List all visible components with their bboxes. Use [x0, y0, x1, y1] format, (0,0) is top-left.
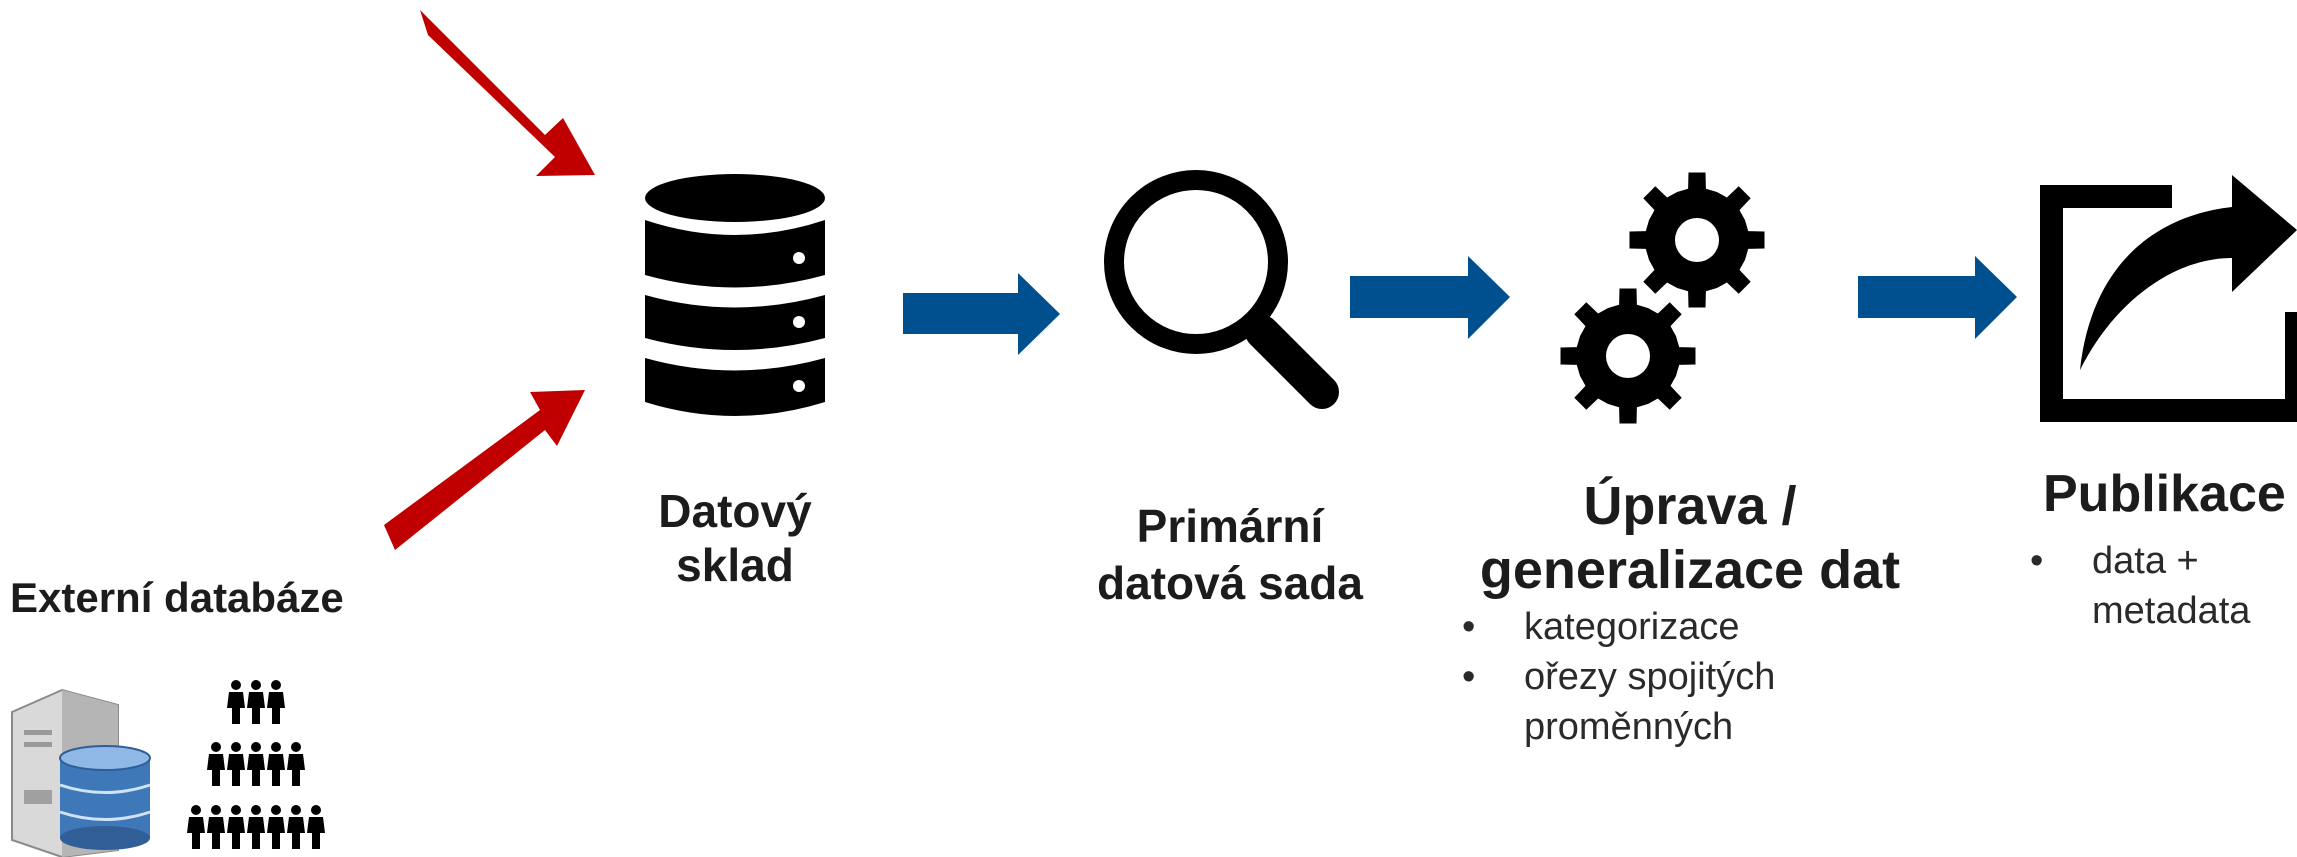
person-figure [267, 742, 285, 786]
gear-shape [1560, 288, 1696, 424]
warehouse-label-line2: sklad [676, 539, 794, 591]
flow-arrow-1 [903, 273, 1060, 355]
warehouse-label: Datový sklad [600, 484, 870, 592]
person-figure [247, 805, 265, 849]
share-export-icon [2040, 175, 2297, 422]
magnifier-icon [1104, 170, 1339, 409]
person-figure [227, 680, 245, 724]
server-database-icon [11, 688, 151, 857]
processing-bullets: kategorizace ořezy spojitých proměnných [1462, 602, 1882, 752]
input-arrow-bottom [384, 390, 585, 550]
processing-label-line1: Úprava / [1583, 476, 1797, 536]
person-figure [307, 805, 325, 849]
external-db-label: Externí databáze [10, 574, 344, 621]
person-figure [287, 742, 305, 786]
processing-label-line2: generalizace dat [1479, 540, 1901, 600]
gear-shape [1629, 172, 1765, 308]
publication-bullet-1: data + metadata [2030, 536, 2270, 636]
person-figure [207, 805, 225, 849]
primary-dataset-label: Primární datová sada [1060, 498, 1400, 612]
flow-arrow-3 [1858, 256, 2017, 339]
input-arrow-top [420, 10, 595, 176]
person-figure [247, 742, 265, 786]
person-figure [227, 742, 245, 786]
publication-label: Publikace [2043, 465, 2286, 523]
processing-label: Úprava / generalizace dat [1440, 474, 1940, 602]
person-figure [247, 680, 265, 724]
person-figure [267, 680, 285, 724]
person-figure [187, 805, 205, 849]
database-icon [645, 174, 825, 416]
warehouse-label-line1: Datový [658, 485, 812, 537]
gears-icon [1560, 172, 1765, 424]
people-group-icon [187, 680, 325, 849]
person-figure [207, 742, 225, 786]
primary-dataset-label-line1: Primární [1136, 500, 1324, 552]
processing-bullet-2: ořezy spojitých proměnných [1462, 652, 1882, 752]
primary-dataset-label-line2: datová sada [1097, 557, 1363, 609]
person-figure [287, 805, 305, 849]
processing-bullet-1: kategorizace [1462, 602, 1882, 652]
person-figure [267, 805, 285, 849]
flow-arrow-2 [1350, 256, 1510, 339]
person-figure [227, 805, 245, 849]
publication-bullets: data + metadata [2030, 536, 2270, 636]
